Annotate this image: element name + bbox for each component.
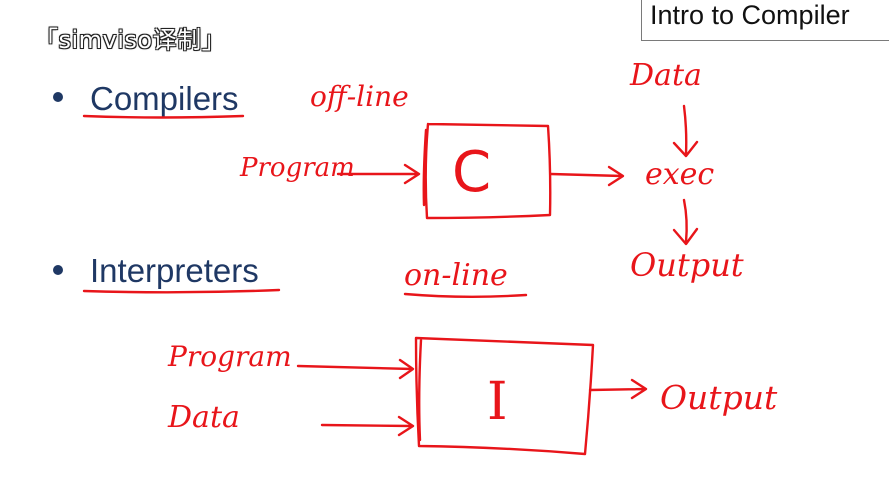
title-box [641, 0, 889, 41]
online-label: on-line [404, 258, 508, 293]
interpreter-box-letter: I [487, 372, 508, 432]
bullet-interpreters: Interpreters [90, 252, 259, 289]
exec-label: exec [645, 157, 715, 192]
bullet-compilers: Compilers [90, 80, 239, 117]
data-label-compiler: Data [630, 58, 702, 93]
arrow-exec-to-output [672, 198, 699, 246]
watermark: 「simviso译制」 [34, 26, 227, 54]
arrow-compiler-to-exec [549, 165, 625, 187]
bullet-dot-interpreters [53, 265, 63, 275]
compiler-box-letter: C [452, 140, 492, 205]
output-label-compiler: Output [630, 246, 744, 284]
compiler-box [422, 122, 552, 220]
underline-compilers [82, 114, 245, 119]
slide-title: Intro to Compiler [650, 0, 850, 30]
arrow-data-to-interpreter [320, 415, 415, 437]
underline-interpreters [82, 288, 281, 294]
bullet-dot-compilers [53, 92, 63, 102]
data-label-interpreter: Data [168, 400, 240, 435]
program-label-interpreter: Program [168, 340, 292, 373]
interpreter-box [414, 336, 595, 456]
program-label-compiler: Program [240, 153, 355, 183]
arrow-program-to-interpreter [296, 358, 415, 380]
offline-label: off-line [310, 80, 409, 113]
underline-online [403, 292, 528, 298]
arrow-program-to-compiler [336, 163, 421, 185]
output-label-interpreter: Output [660, 378, 778, 417]
arrow-data-to-exec [672, 104, 699, 158]
arrow-interpreter-to-output [588, 378, 648, 400]
